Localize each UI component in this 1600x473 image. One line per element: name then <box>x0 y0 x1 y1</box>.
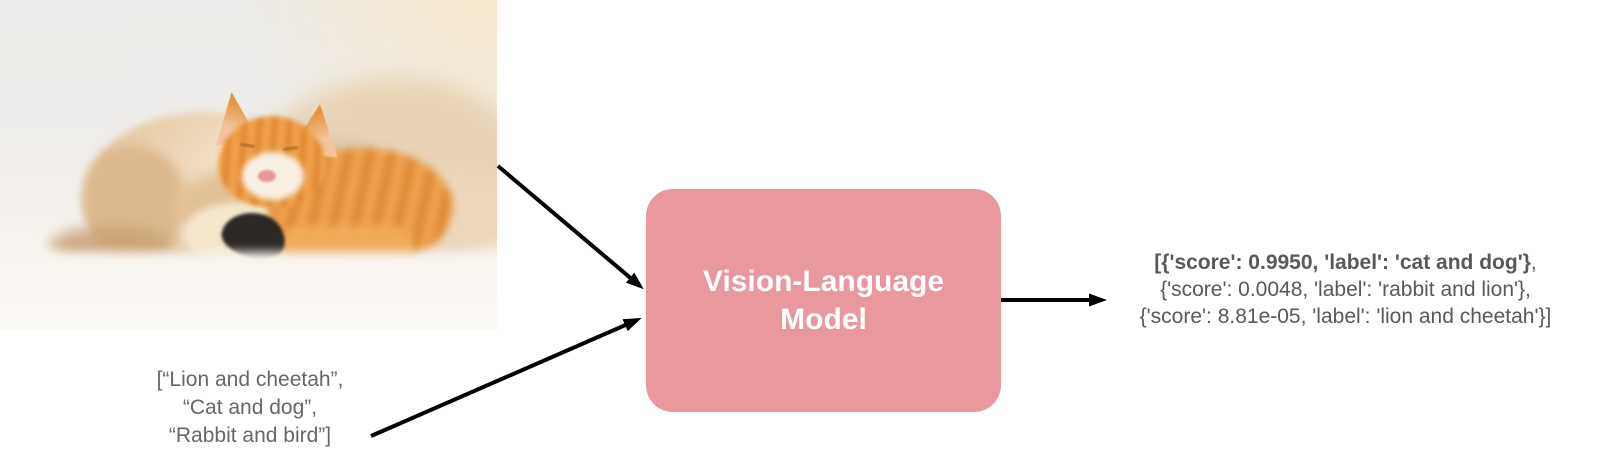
output-score-line-1: [{'score': 0.9950, 'label': 'cat and dog… <box>1093 249 1598 276</box>
pet-photo <box>0 0 497 330</box>
candidate-label-line: “Cat and dog”, <box>182 396 318 419</box>
output-score-line-3: {'score': 8.81e-05, 'label': 'lion and c… <box>1139 305 1552 328</box>
photo-kitten-nose <box>258 170 276 182</box>
candidate-labels-list: [“Lion and cheetah”, “Cat and dog”, “Rab… <box>70 366 430 450</box>
model-box-title-line1: Vision-Language <box>702 264 945 298</box>
arrow-image-to-model <box>496 164 644 290</box>
output-score-line-2: {'score': 0.0048, 'label': 'rabbit and l… <box>1160 278 1531 301</box>
output-scores: [{'score': 0.9950, 'label': 'cat and dog… <box>1093 249 1598 330</box>
candidate-label-line: [“Lion and cheetah”, <box>156 368 344 391</box>
model-box-title-line2: Model <box>780 302 867 336</box>
output-score-line-1-tail: , <box>1530 251 1537 274</box>
photo-white-blanket <box>0 252 497 330</box>
candidate-label-line: “Rabbit and bird”] <box>168 424 332 447</box>
output-score-top-result: [{'score': 0.9950, 'label': 'cat and dog… <box>1154 251 1531 274</box>
vision-language-model-box: Vision-Language Model <box>646 189 1001 412</box>
